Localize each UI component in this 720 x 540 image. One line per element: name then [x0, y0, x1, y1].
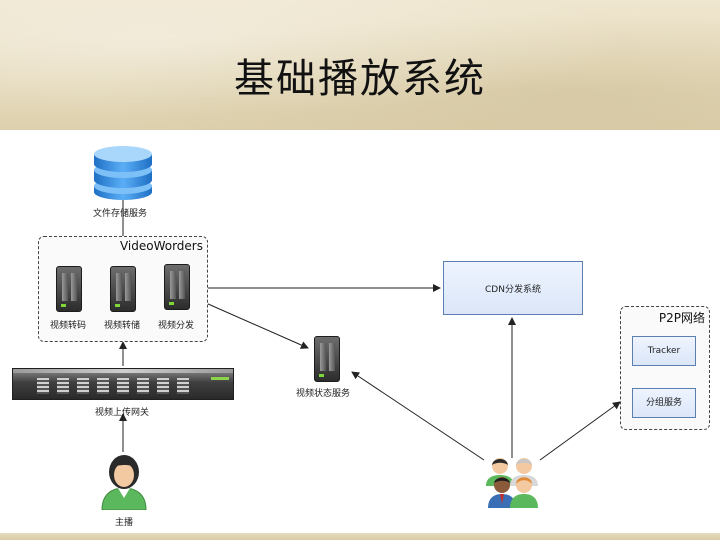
footer-strip	[0, 533, 720, 540]
anchor-label: 主播	[115, 518, 134, 528]
status-service-label: 视频状态服务	[296, 389, 351, 399]
transfer-storage-label: 视频转储	[104, 321, 141, 331]
connector-layer	[119, 189, 621, 461]
server-icon	[164, 264, 190, 310]
transcode-label: 视频转码	[50, 321, 87, 331]
cdn-label: CDN分发系统	[485, 285, 541, 295]
group-service-box: 分组服务	[632, 388, 696, 418]
tracker-box: Tracker	[632, 336, 696, 366]
architecture-diagram: 文件存储服务 VideoWorders 视频转码 视频转储 视频分发 视频上传网…	[0, 130, 720, 533]
server-icon	[314, 336, 340, 382]
person-icon	[101, 455, 147, 510]
p2p-title: P2P网络	[658, 311, 705, 325]
arrow-distribute-to-status	[189, 295, 309, 349]
title-banner: 基础播放系统	[0, 0, 720, 130]
cdn-system-box: CDN分发系统	[443, 261, 583, 315]
file-storage-label: 文件存储服务	[93, 209, 148, 219]
arrow-viewers-to-status	[351, 371, 485, 461]
server-icon	[110, 266, 136, 312]
video-workers-title: VideoWorders	[119, 239, 203, 253]
viewers-group-icon	[486, 458, 538, 508]
server-icon	[56, 266, 82, 312]
distribute-label: 视频分发	[158, 321, 195, 331]
slide-title: 基础播放系统	[234, 56, 486, 102]
arrow-viewers-to-p2p	[539, 401, 621, 461]
gateway-switch-icon	[12, 368, 234, 400]
upload-gateway-label: 视频上传网关	[95, 408, 150, 418]
database-icon	[94, 146, 152, 200]
